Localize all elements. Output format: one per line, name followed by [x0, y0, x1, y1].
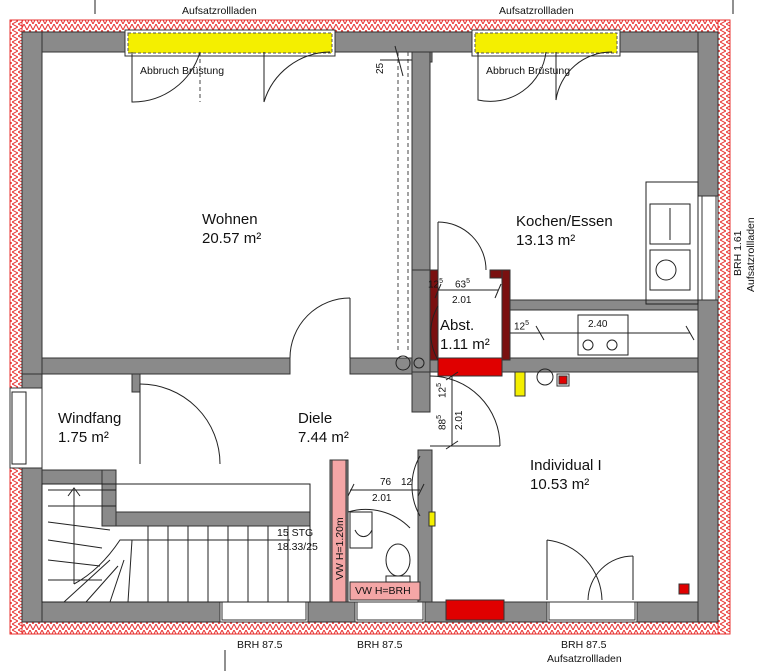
stairs-count: 15 STG — [277, 527, 314, 539]
dim-63: 635 — [455, 278, 471, 291]
room-name-windfang: Windfang — [58, 410, 122, 427]
vw-horizontal-label: VW H=BRH — [355, 585, 411, 597]
shutter-label-bottom: Aufsatzrollladen — [547, 653, 622, 665]
brh-label-bottom-mid: BRH 87.5 — [357, 639, 403, 651]
room-name-diele: Diele — [298, 410, 333, 427]
kitchen-counter — [577, 181, 699, 356]
dim-201-abst: 2.01 — [452, 295, 472, 306]
doors — [131, 51, 634, 601]
brh-label-bottom-left: BRH 87.5 — [237, 639, 283, 651]
brustung-label-right: Abbruch Brüstung — [486, 65, 571, 77]
windfang-window — [11, 391, 27, 465]
room-area-abst: 1.11 m² — [440, 336, 490, 353]
room-name-kochen: Kochen/Essen — [516, 213, 613, 230]
dim-12-kochen: 125 — [514, 320, 530, 333]
room-area-wohnen: 20.57 m² — [202, 230, 262, 247]
yellow-markers — [428, 371, 526, 527]
dim-88: 885 — [436, 414, 449, 430]
insulation-band — [9, 19, 731, 635]
staircase — [41, 483, 311, 603]
brh-label-bottom-right: BRH 87.5 — [561, 639, 607, 651]
room-name-wohnen: Wohnen — [202, 211, 258, 228]
dim-25: 25 — [375, 62, 386, 74]
dashed-lines — [199, 52, 409, 350]
red-patches — [331, 357, 690, 621]
dim-12-bath: 12 — [401, 477, 413, 488]
room-name-abst: Abst. — [440, 317, 475, 334]
room-area-individual: 10.53 m² — [530, 476, 590, 493]
dimension-lines — [94, 0, 734, 671]
room-name-individual: Individual I — [530, 457, 602, 474]
room-area-windfang: 1.75 m² — [58, 429, 109, 446]
dim-76: 76 — [380, 477, 392, 488]
vw-vertical-label: VW H=1.20m — [334, 517, 346, 580]
shutter-label-right: Aufsatzrollladen — [499, 5, 574, 17]
brustung-label-left: Abbruch Brüstung — [140, 65, 225, 77]
window-openings — [9, 31, 719, 623]
dim-201-bath: 2.01 — [372, 493, 392, 504]
room-area-kochen: 13.13 m² — [516, 232, 576, 249]
dim-201-diele: 2.01 — [454, 410, 465, 430]
shutter-label-east: Aufsatzrollladen — [745, 217, 757, 292]
bathroom-fixtures — [349, 355, 554, 583]
dim-240: 2.40 — [588, 319, 608, 330]
dim-12-abst: 125 — [428, 278, 444, 291]
brh-right-label: BRH 1.61 — [732, 230, 744, 276]
shutter-label-left: Aufsatzrollladen — [182, 5, 257, 17]
room-area-diele: 7.44 m² — [298, 429, 349, 446]
dim-12-diele: 125 — [436, 382, 449, 398]
stairs-ratio: 18.33/25 — [277, 541, 318, 553]
shutter-boxes — [124, 29, 717, 621]
